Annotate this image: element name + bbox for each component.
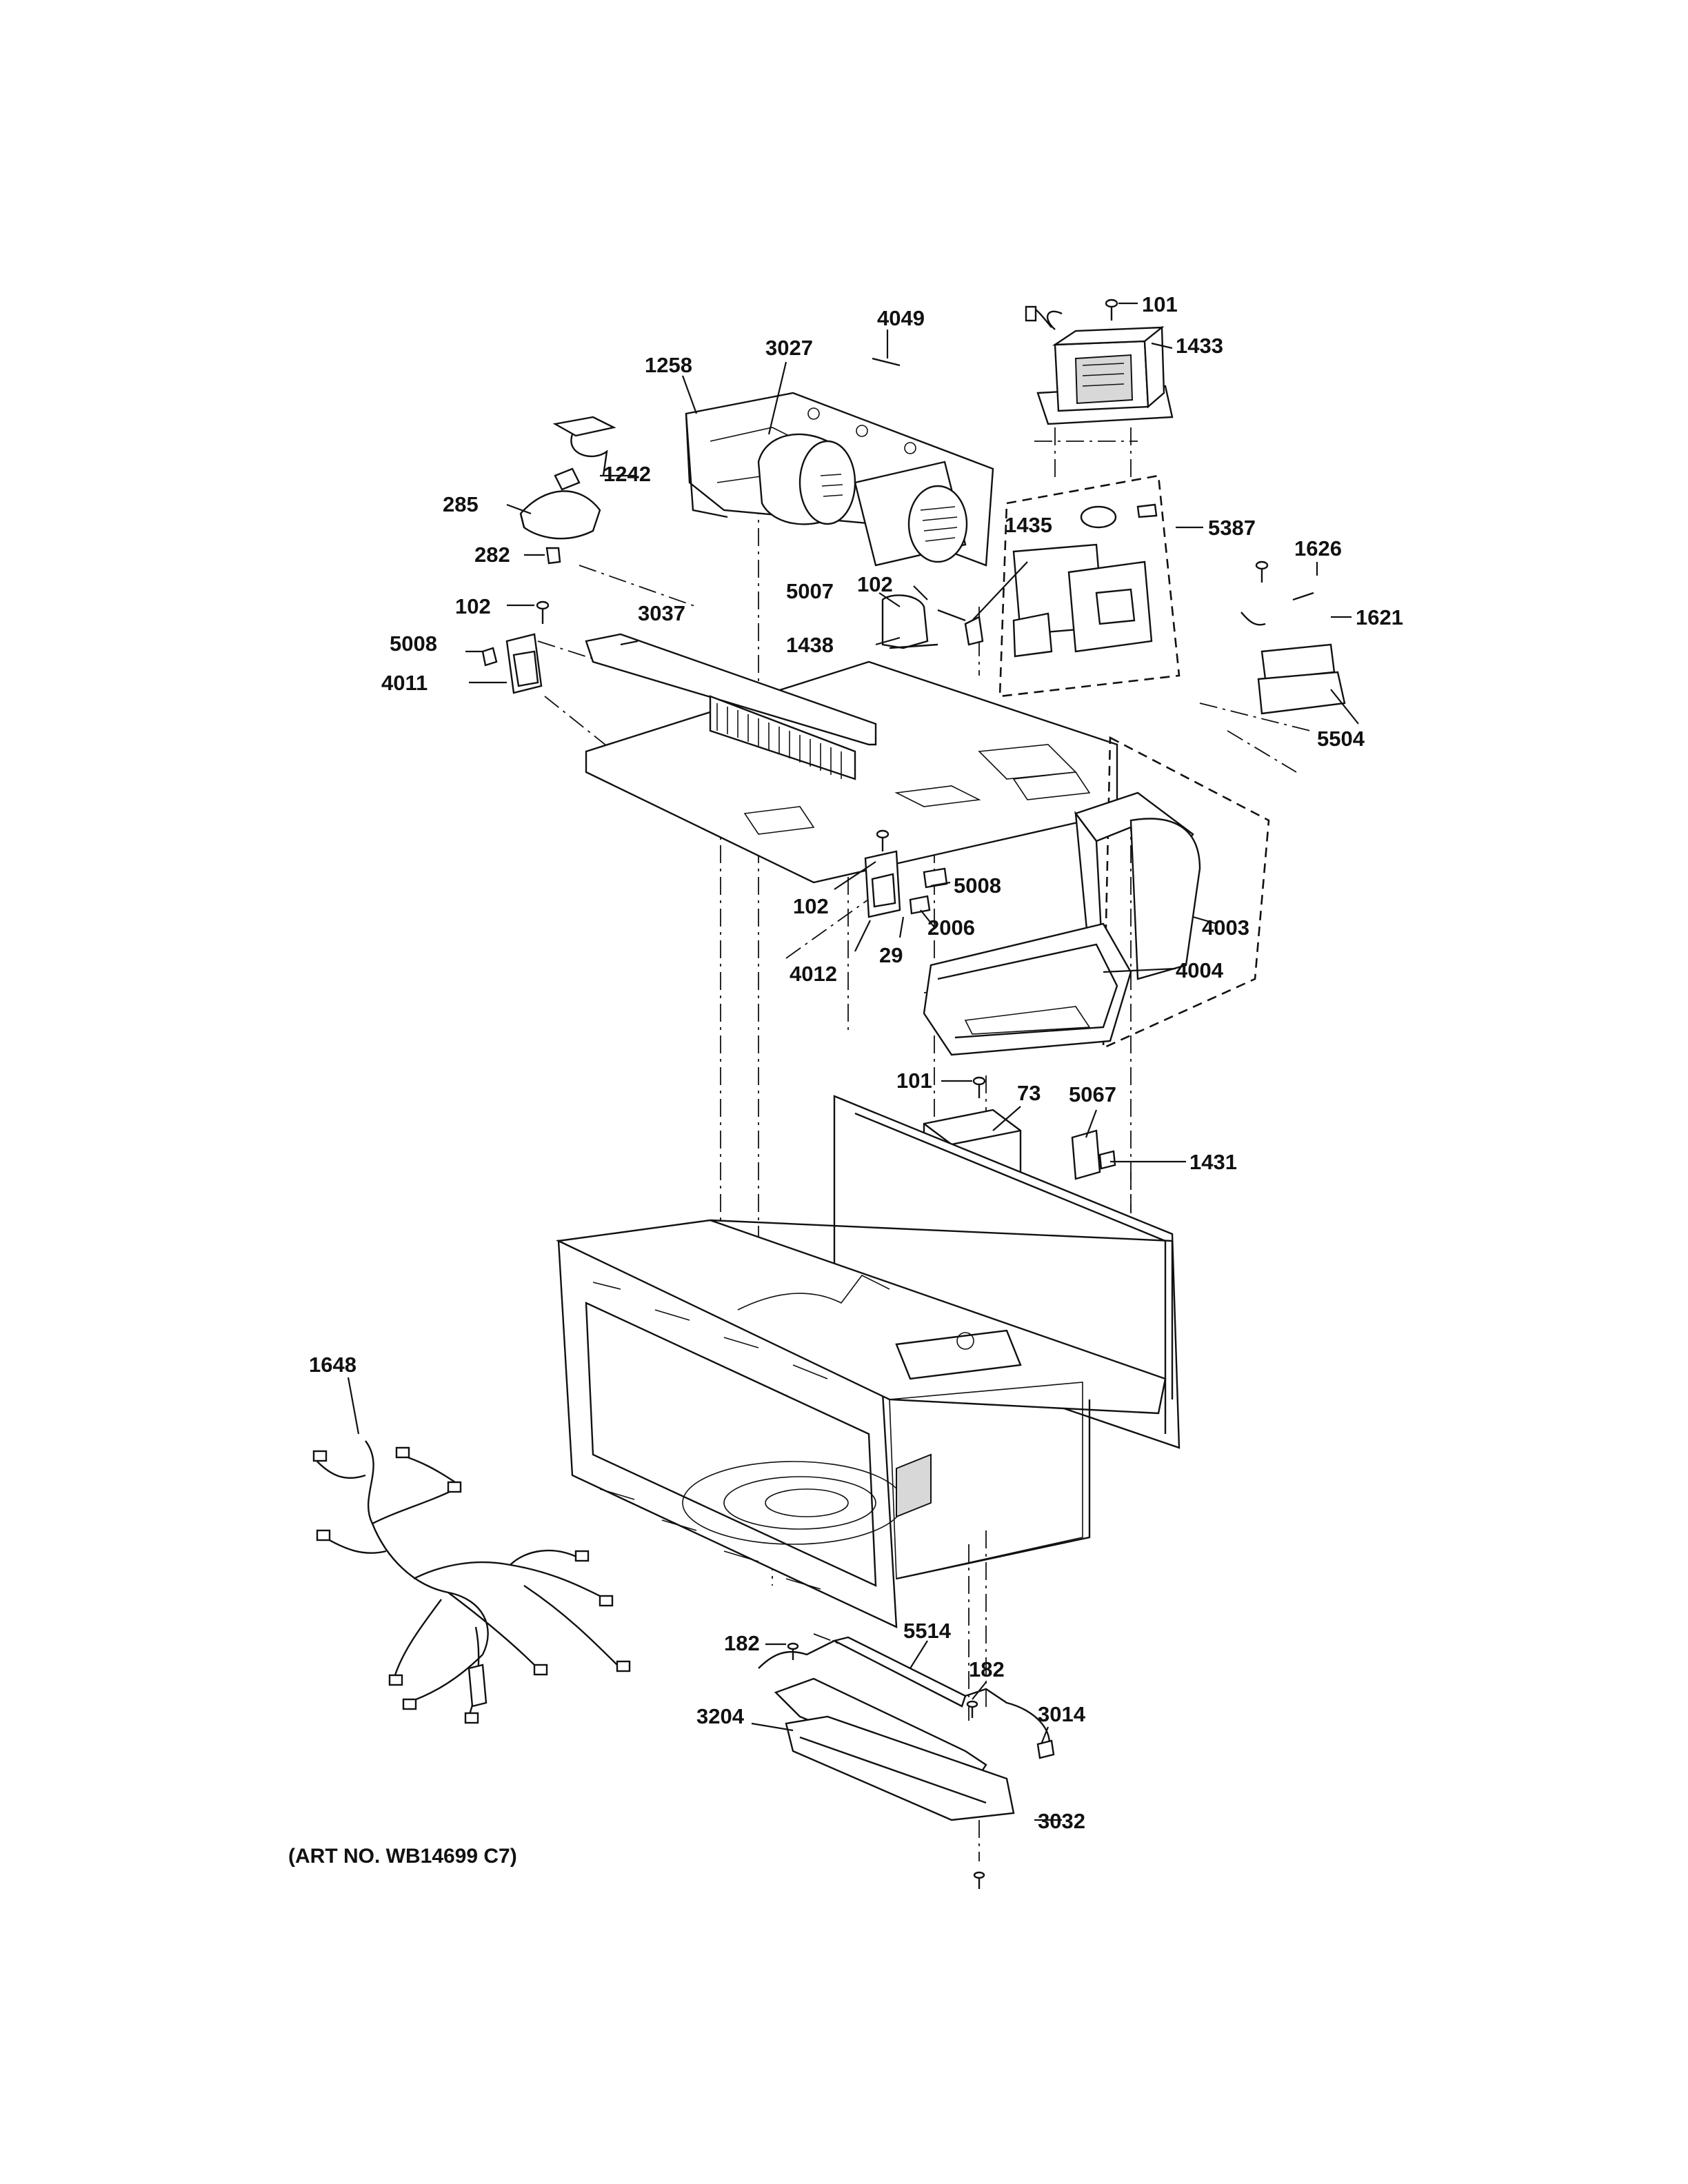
exhaust-duct: [923, 736, 1270, 1056]
callout-182-right: 182: [969, 1657, 1005, 1681]
callout-73: 73: [1017, 1081, 1041, 1105]
callout-5008-right: 5008: [954, 873, 1001, 898]
callout-1648: 1648: [309, 1353, 356, 1377]
callout-4004: 4004: [1176, 958, 1224, 982]
callout-3032: 3032: [1038, 1809, 1085, 1833]
interlock-switch-left: [481, 600, 550, 694]
screw-101-top: [1105, 299, 1118, 321]
damper-assembly: [998, 474, 1180, 698]
callout-labels: 101 1433 4049 3027 1258 1242 285 282 143…: [309, 292, 1403, 1833]
callout-282: 282: [474, 543, 510, 567]
callout-3027: 3027: [765, 336, 813, 360]
callout-29: 29: [879, 943, 903, 967]
vent-base-plate: [585, 633, 1118, 884]
callout-4011: 4011: [381, 671, 428, 695]
callout-1431: 1431: [1189, 1150, 1237, 1174]
callout-1435: 1435: [1005, 513, 1052, 537]
callout-1626: 1626: [1294, 536, 1342, 560]
callout-5514: 5514: [903, 1619, 952, 1643]
wire-clamp: [881, 594, 984, 649]
lamp-assembly: [758, 1636, 1055, 1889]
callout-2006: 2006: [927, 916, 975, 940]
callout-5504: 5504: [1317, 727, 1365, 751]
callout-5067: 5067: [1069, 1082, 1116, 1106]
callout-5007: 5007: [786, 579, 834, 603]
light-socket-assembly: [519, 416, 616, 565]
callout-101-lower: 101: [896, 1069, 932, 1093]
art-number: (ART NO. WB14699 C7): [288, 1845, 517, 1868]
callout-102-lower: 102: [793, 894, 829, 918]
interlock-switch-lower: [864, 829, 948, 918]
callout-101-top: 101: [1142, 292, 1178, 316]
oven-cavity: [555, 1095, 1180, 1628]
thermostat-bracket: [1071, 1129, 1116, 1180]
callout-182-left: 182: [724, 1631, 760, 1655]
callout-3014: 3014: [1038, 1702, 1086, 1726]
callout-3037: 3037: [638, 601, 685, 625]
leader-lines: [347, 302, 1359, 1821]
callout-5008-left: 5008: [390, 631, 437, 656]
callout-1258: 1258: [645, 353, 692, 377]
callout-1242: 1242: [603, 462, 651, 486]
callout-102-left: 102: [455, 594, 491, 618]
callout-4003: 4003: [1202, 916, 1249, 940]
callout-3204: 3204: [696, 1704, 745, 1728]
callout-1433: 1433: [1176, 334, 1223, 358]
callout-1621: 1621: [1356, 605, 1403, 629]
callout-102-mid: 102: [857, 572, 893, 596]
fan-pin: [872, 357, 901, 367]
callout-5387: 5387: [1208, 516, 1256, 540]
wire-harness: [312, 1440, 631, 1724]
high-voltage-transformer: [1025, 305, 1174, 425]
callout-1438: 1438: [786, 633, 834, 657]
thermal-cutout-1621: [1240, 560, 1346, 715]
callout-285: 285: [443, 492, 479, 516]
fan-motor: [757, 433, 968, 567]
callout-4049: 4049: [877, 306, 925, 330]
callout-4012: 4012: [790, 962, 837, 986]
